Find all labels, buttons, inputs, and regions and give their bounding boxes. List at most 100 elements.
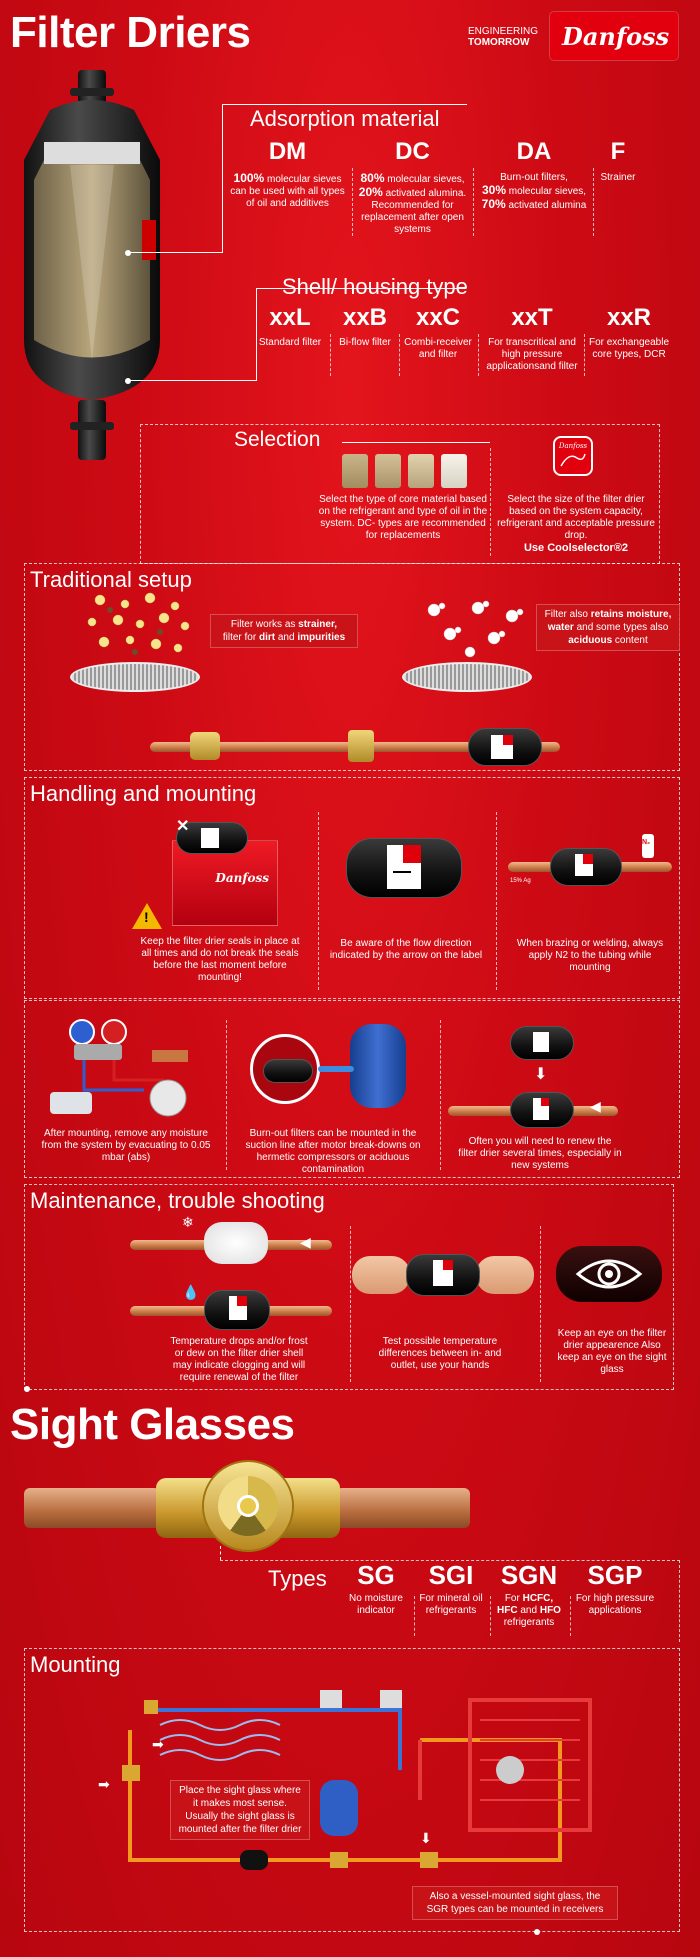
code-xxb: xxB	[342, 304, 388, 331]
shipping-box-icon: Danfoss	[172, 840, 278, 926]
refrigeration-system-diagram	[122, 1690, 592, 1870]
section-end-dot	[24, 1386, 30, 1392]
types-connector-line	[220, 1546, 221, 1560]
dc-pct1: 80%	[360, 171, 385, 185]
compressor-icon	[350, 1024, 406, 1108]
sight-glass-pipe-left	[24, 1488, 160, 1528]
shell-xxl: xxL Standard filter	[252, 304, 328, 349]
sight-glasses-title: Sight Glasses	[10, 1400, 295, 1449]
sgn-desc-d: and	[517, 1605, 540, 1616]
sgn-desc-e: HFO	[539, 1605, 561, 1616]
connector-line-shell-v	[256, 288, 257, 381]
filter-drier-new	[510, 1092, 574, 1128]
type-sgn: SGN For HCFC, HFC and HFO refrigerants	[492, 1560, 566, 1629]
shell-xxb: xxB Bi-flow filter	[332, 304, 398, 349]
shell-title: Shell/ housing type	[282, 274, 468, 299]
sgn-desc-f: refrigerants	[503, 1617, 555, 1628]
shell-divider-4	[584, 334, 585, 376]
adsorption-divider-3	[593, 168, 594, 236]
dc-desc: 80% molecular sieves, 20% activated alum…	[355, 172, 470, 236]
code-f: F	[610, 138, 626, 165]
da-desc0: Burn-out filters,	[500, 172, 568, 183]
code-sg: SG	[357, 1560, 395, 1590]
coolselector-app-icon[interactable]: Danfoss	[553, 436, 593, 476]
core-samples	[342, 452, 470, 488]
mounting-note-2: Also a vessel-mounted sight glass, the S…	[412, 1886, 618, 1920]
tag2-c: water	[547, 622, 574, 633]
maintenance-panel	[24, 1184, 674, 1390]
traditional-title: Traditional setup	[30, 567, 192, 592]
code-dm: DM	[268, 138, 307, 165]
shell-xxc: xxC Combi-receiver and filter	[400, 304, 476, 361]
sight-glass-pipe-right	[336, 1488, 470, 1528]
sg-desc: No moisture indicator	[349, 1593, 403, 1616]
moisture-indicator	[218, 1476, 278, 1536]
brand-tagline-1: ENGINEERING	[468, 26, 539, 37]
section-end-dot	[534, 1929, 540, 1935]
brand-tagline: ENGINEERING TOMORROW	[468, 26, 538, 48]
sgn-desc: For HCFC, HFC and HFO refrigerants	[492, 1593, 566, 1629]
app-icon-brand: Danfoss	[558, 442, 588, 450]
types-panel	[220, 1560, 680, 1642]
adsorption-divider-1	[352, 168, 353, 236]
tag2-f: content	[612, 635, 648, 646]
n2-label: N₂	[642, 839, 651, 846]
n2-bottle-icon: N₂	[642, 834, 654, 858]
da-desc: Burn-out filters, 30% molecular sieves, …	[475, 172, 593, 212]
dc-desc2: activated alumina. Recommended for repla…	[361, 188, 467, 235]
adsorption-dc: DC 80% molecular sieves, 20% activated a…	[355, 138, 470, 236]
core-sample-icon	[408, 454, 434, 488]
f-desc: Strainer	[600, 172, 636, 183]
handling-caption-1: Keep the filter drier seals in place at …	[140, 936, 300, 983]
filter-drier-brazing	[550, 848, 622, 886]
sgn-desc-a: For	[504, 1593, 523, 1604]
sight-glass-window	[204, 1462, 292, 1550]
strainer-tag: Filter works as strainer, filter for dir…	[210, 614, 358, 648]
sgn-desc-c: HFC	[497, 1605, 518, 1616]
adsorption-f: F Strainer	[596, 138, 640, 184]
handling-caption-5: Burn-out filters can be mounted in the s…	[245, 1128, 421, 1175]
code-sgn: SGN	[500, 1560, 558, 1590]
da-pct1: 30%	[481, 183, 506, 197]
tag1-f: impurities	[297, 632, 346, 643]
tag2-a: Filter also	[544, 609, 591, 620]
filter-drier-sealed	[176, 822, 248, 854]
magnifier-circle	[250, 1034, 320, 1104]
water-drop-icon: 💧	[182, 1284, 200, 1300]
sgn-desc-b: HCFC,	[522, 1593, 554, 1604]
handling-caption-6: Often you will need to renew the filter …	[458, 1136, 622, 1171]
mounting-note-1: Place the sight glass where it makes mos…	[170, 1780, 310, 1840]
handling-caption-4: After mounting, remove any moisture from…	[41, 1128, 211, 1163]
brand-tagline-2: TOMORROW	[468, 37, 530, 48]
xxb-desc: Bi-flow filter	[339, 337, 391, 348]
connector-line-shell-top	[256, 288, 466, 289]
arrow-right-icon: ➡	[152, 1736, 164, 1752]
handling-caption-2: Be aware of the flow direction indicated…	[329, 938, 483, 961]
tag1-c: filter for	[222, 632, 259, 643]
code-xxt: xxT	[511, 304, 553, 331]
selection-right-desc: Select the size of the filter drier base…	[497, 494, 655, 541]
adsorption-divider-2	[473, 168, 474, 236]
chart-curve-icon	[560, 453, 586, 467]
code-da: DA	[516, 138, 552, 165]
selection-divider	[490, 448, 491, 556]
tag1-e: and	[275, 632, 298, 643]
coolselector-link[interactable]: Use Coolselector®2	[523, 542, 629, 554]
filter-drier-flow-label	[346, 838, 462, 898]
traditional-panel	[24, 563, 680, 771]
connector-line-shell	[130, 380, 256, 381]
code-dc: DC	[395, 138, 430, 165]
maintenance-caption-2: Test possible temperature differences be…	[378, 1336, 502, 1371]
handling-panel	[24, 777, 680, 999]
adsorption-da: DA Burn-out filters, 30% molecular sieve…	[475, 138, 593, 212]
arrow-down-icon: ⬇	[534, 1066, 548, 1083]
sgi-desc: For mineral oil refrigerants	[419, 1593, 483, 1616]
filter-drier-old	[510, 1026, 574, 1060]
eye-on-drier-illustration	[556, 1246, 662, 1302]
tag1-a: Filter works as	[230, 619, 299, 630]
handling-panel-2	[24, 1000, 680, 1178]
dc-desc1: molecular sieves,	[384, 174, 465, 185]
shell-divider-3	[478, 334, 479, 376]
type-sgp: SGP For high pressure applications	[572, 1560, 658, 1617]
types-divider-2	[490, 1596, 491, 1636]
